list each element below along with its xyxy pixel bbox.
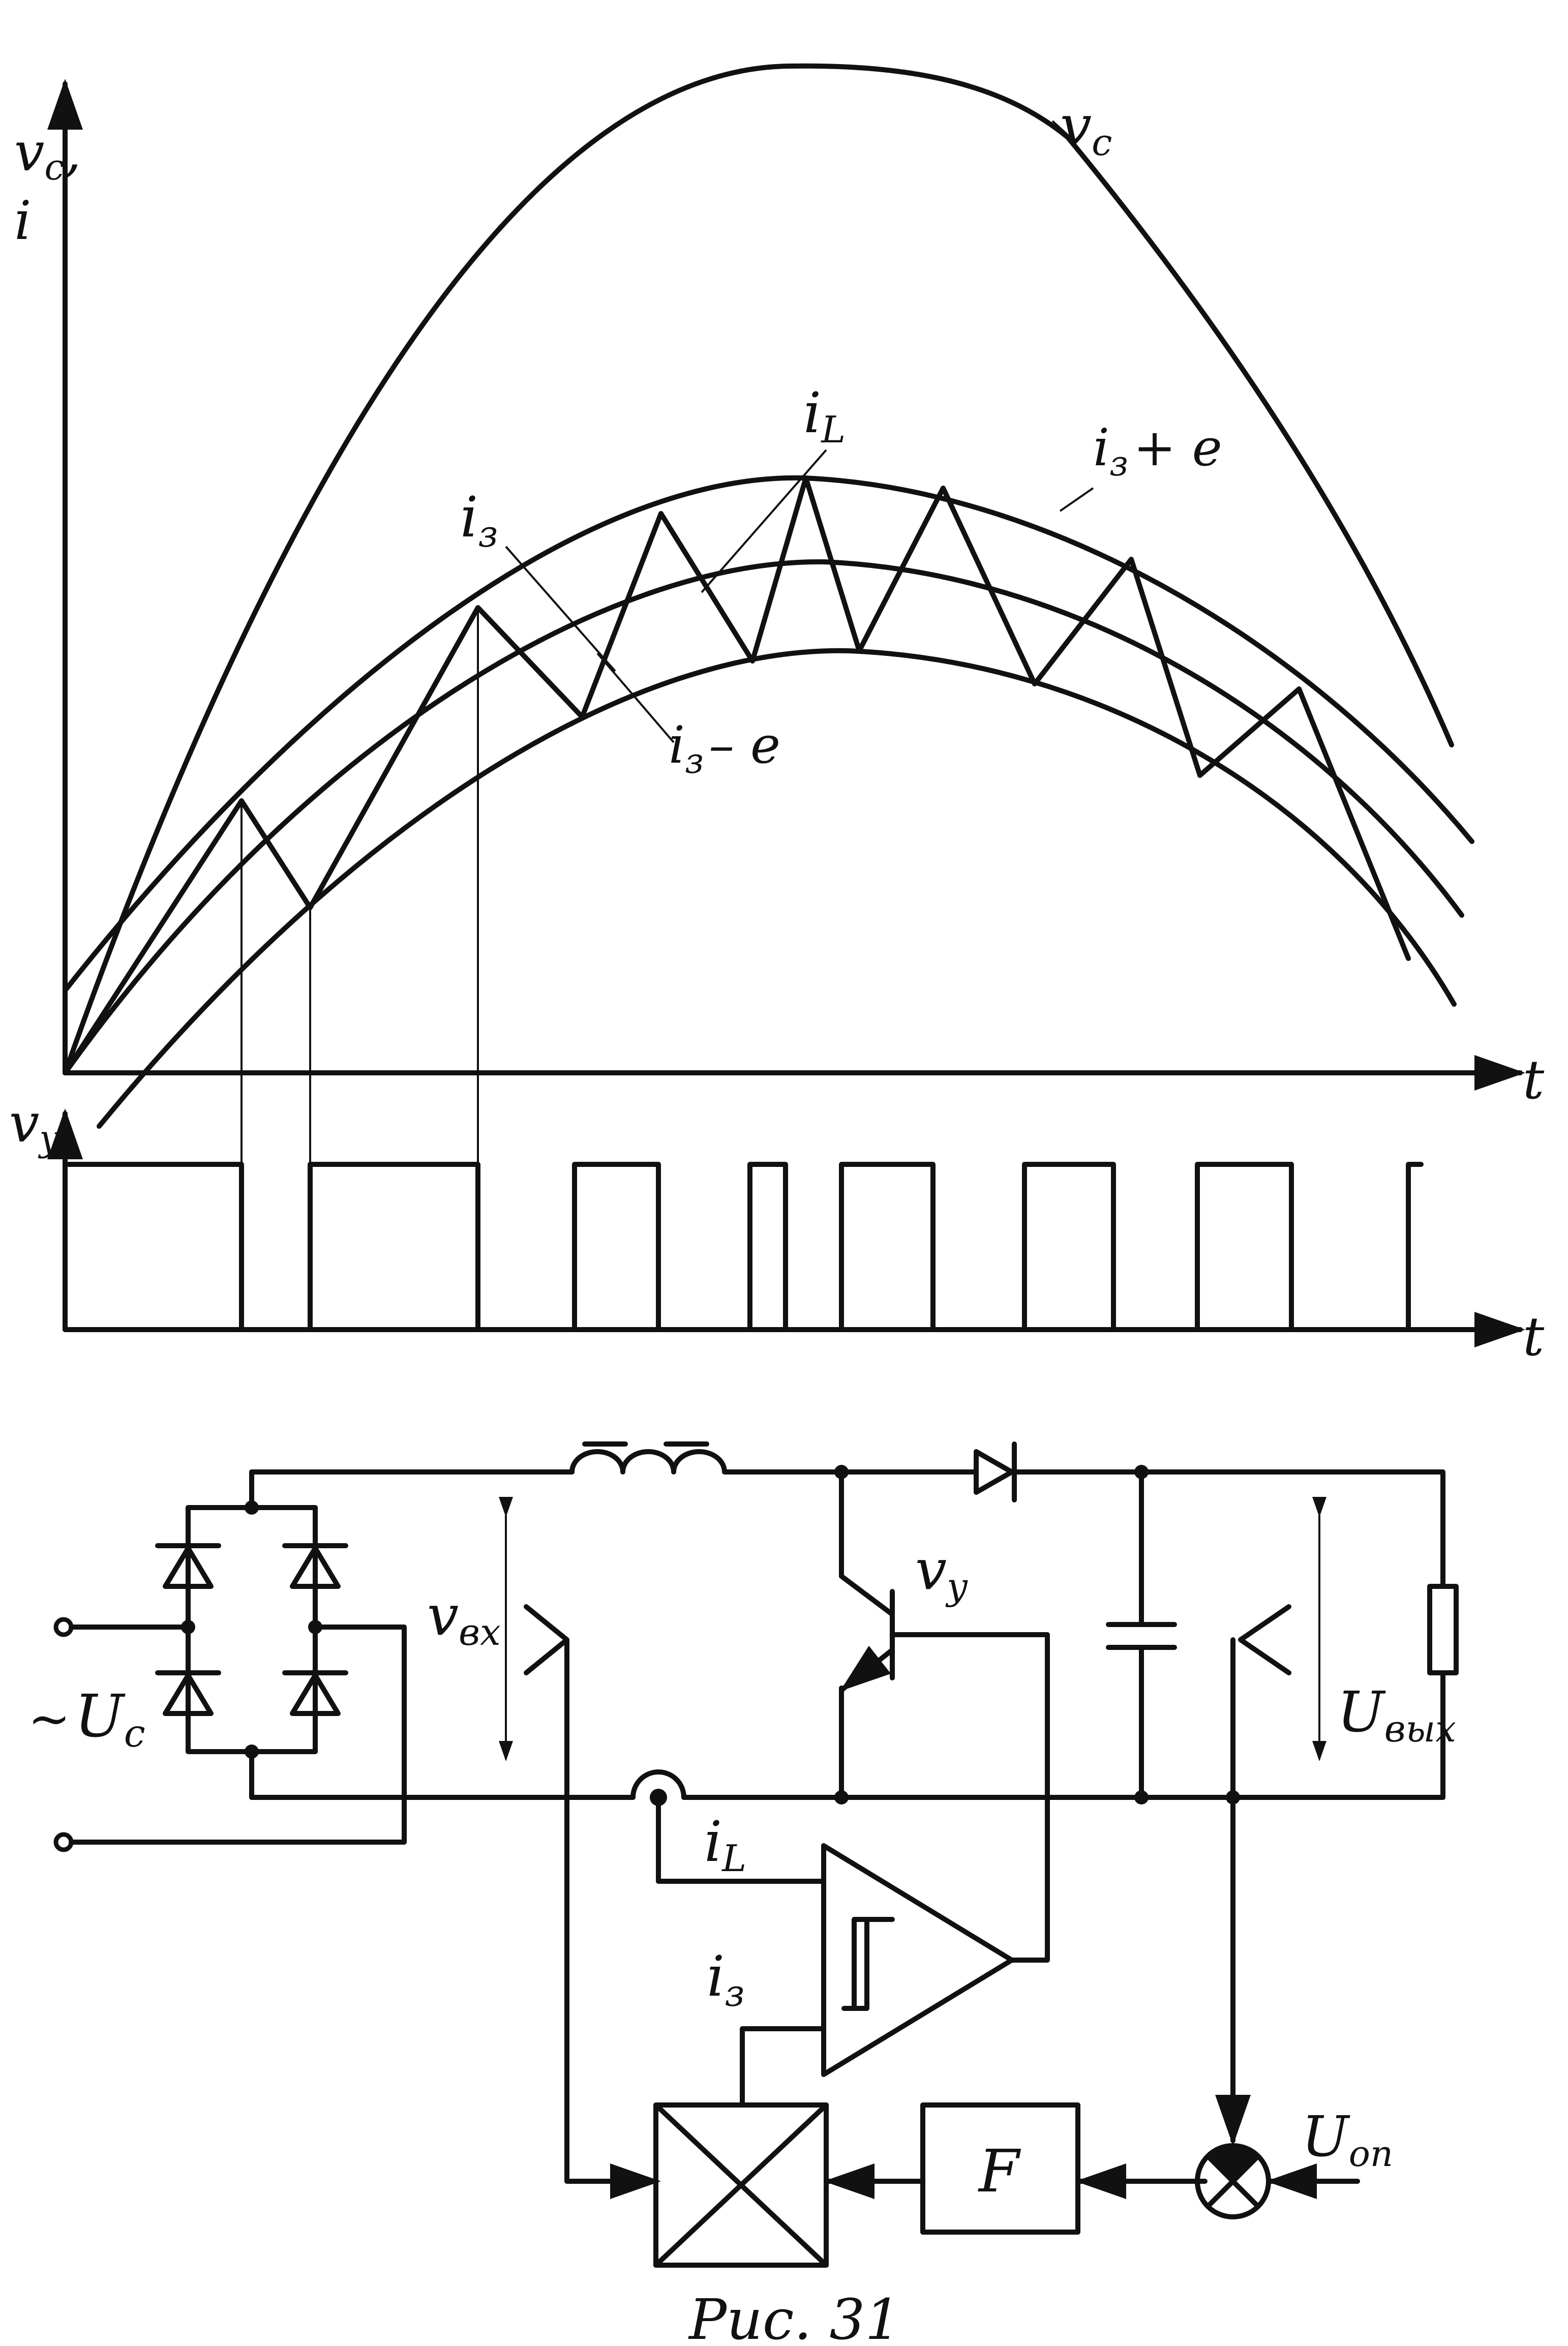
vout-sense-tap <box>1238 1604 1291 1675</box>
curve-iz <box>63 559 1464 1075</box>
label-reference-current: iз <box>707 1944 744 2014</box>
axis-y-upper-label: vc, <box>14 121 81 188</box>
summing-junction <box>1195 2143 1271 2219</box>
leader-iz-plus <box>1059 487 1094 512</box>
axis-t-upper-label: t <box>1523 1049 1545 1111</box>
label-iL: iL <box>803 380 846 451</box>
inductor <box>569 1449 727 1475</box>
leader-iz-minus <box>596 652 675 743</box>
curve-iz-plus-e <box>63 475 1474 993</box>
label-vin: vвх <box>427 1583 501 1653</box>
label-sense-current: iL <box>704 1809 746 1880</box>
switch-transistor <box>839 1469 1050 1963</box>
wire <box>740 2026 826 2108</box>
label-vc: vc <box>1060 93 1112 164</box>
axis-t-lower-label: t <box>1523 1306 1545 1368</box>
curve-iL <box>63 475 1411 1075</box>
wire <box>69 1625 407 1845</box>
curve-vc <box>63 63 1454 1075</box>
load-resistor <box>1427 1584 1459 1675</box>
hysteresis-comparator <box>821 1843 1014 2077</box>
leader-vc <box>1051 120 1071 138</box>
leader-iL <box>701 449 827 593</box>
label-gate: vy <box>915 1537 968 1608</box>
label-reference-voltage: Uоп <box>1302 2104 1393 2175</box>
label-f-block: F <box>978 2138 1021 2206</box>
timing-diagram: t t vc, i vy vc iL iз iз+ e iз– e <box>9 63 1545 1368</box>
leader-iz <box>505 546 616 672</box>
wire <box>656 1795 826 1884</box>
circuit-schematic: ~Uc vвх Uвых vy iL iз F Uоп <box>28 1441 1459 2268</box>
wire <box>564 1637 661 2199</box>
figure-caption: Рис. 31 <box>688 2287 900 2346</box>
output-diode <box>974 1441 1017 1502</box>
output-capacitor <box>1106 1469 1177 1800</box>
label-iz-minus-e: iз– e <box>669 715 780 781</box>
axis-y-lower-label: vy <box>9 1092 60 1159</box>
wire <box>1012 1469 1445 1589</box>
curve-iz-minus-e <box>97 648 1457 1129</box>
label-vout: Uвых <box>1337 1679 1456 1750</box>
label-iz: iз <box>460 485 498 555</box>
vin-sense-tap <box>524 1604 569 1675</box>
current-sensor <box>630 1769 686 1800</box>
multiplier-block <box>653 2102 829 2268</box>
axis-y-upper-label-line2: i <box>14 190 32 252</box>
bridge-rectifier <box>158 1469 346 1800</box>
label-iz-plus-e: iз+ e <box>1093 418 1222 484</box>
gate-pulse-waveform <box>63 1162 1424 1332</box>
label-input-voltage: ~Uc <box>28 1682 145 1756</box>
